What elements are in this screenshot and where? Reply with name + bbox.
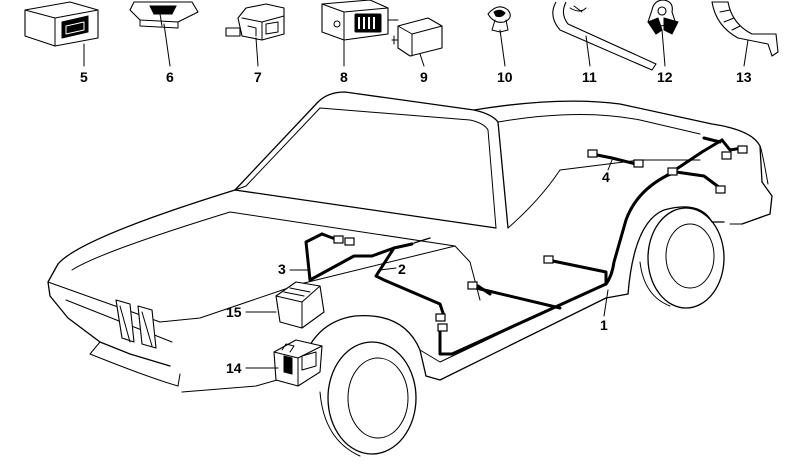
harness-4-rear (590, 152, 638, 166)
part-14-relay-carrier (273, 339, 323, 387)
harness-2-engine (374, 237, 446, 318)
label-part-11: 11 (582, 69, 597, 85)
label-part-3: 3 (278, 261, 286, 277)
part-7-connector-block (225, 3, 285, 41)
label-part-13: 13 (736, 69, 752, 85)
label-part-15: 15 (226, 304, 242, 320)
part-13-mounting-clamp (711, 1, 779, 57)
part-11-cable-tie (552, 1, 657, 71)
car-body-outline (47, 91, 773, 457)
harness-1-main (438, 136, 744, 356)
part-5-relay-box (24, 1, 99, 47)
label-part-4: 4 (602, 169, 610, 185)
label-part-7: 7 (254, 69, 262, 85)
label-part-8: 8 (340, 69, 348, 85)
part-15-fuse-box (275, 281, 325, 329)
label-part-6: 6 (166, 69, 174, 85)
label-part-10: 10 (497, 69, 513, 85)
label-part-12: 12 (657, 69, 673, 85)
harness-connectors (333, 145, 748, 332)
label-part-9: 9 (420, 69, 428, 85)
part-9-control-module (391, 17, 443, 57)
label-part-1: 1 (600, 317, 608, 333)
part-labels: 5 6 7 8 9 10 11 12 13 1 2 3 4 15 14 (80, 69, 752, 376)
part-8-multi-pin-connector (321, 0, 399, 41)
label-part-5: 5 (80, 69, 88, 85)
part-12-cable-clip (647, 0, 679, 35)
part-10-cable-grommet (487, 6, 511, 33)
leader-lines (83, 23, 749, 369)
part-6-connector-housing (129, 1, 199, 29)
label-part-14: 14 (226, 360, 242, 376)
label-part-2: 2 (398, 261, 406, 277)
